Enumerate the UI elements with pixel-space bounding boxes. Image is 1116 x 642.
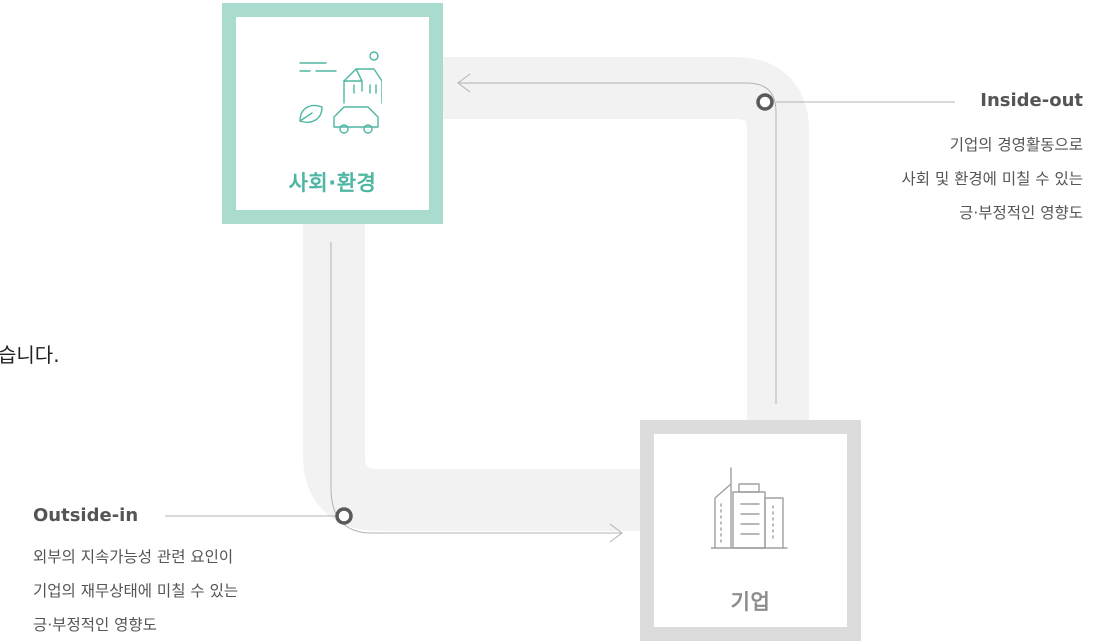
society-environment-box: 사회·환경 (222, 3, 443, 224)
society-environment-icon (299, 51, 382, 134)
company-box: 기업 (640, 420, 861, 641)
outside-in-marker (335, 507, 353, 525)
outside-in-arrowhead (609, 523, 623, 543)
cropped-body-text: 습니다. (0, 343, 60, 367)
inside-out-line: 긍·부정적인 영향도 (959, 204, 1083, 222)
outside-in-title: Outside-in (33, 505, 139, 526)
inside-out-description: 기업의 경영활동으로 사회 및 환경에 미칠 수 있는 긍·부정적인 영향도 (902, 128, 1084, 230)
society-environment-label: 사회·환경 (288, 171, 377, 195)
outside-in-description: 외부의 지속가능성 관련 요인이 기업의 재무상태에 미칠 수 있는 긍·부정적… (33, 540, 238, 642)
building-icon (711, 467, 788, 549)
inside-out-line: 사회 및 환경에 미칠 수 있는 (901, 170, 1084, 188)
inside-out-arrowhead (457, 73, 471, 93)
inside-out-marker (756, 93, 774, 111)
outside-in-line: 외부의 지속가능성 관련 요인이 (33, 548, 234, 566)
inside-out-line: 기업의 경영활동으로 (949, 136, 1083, 154)
company-label: 기업 (730, 590, 771, 614)
outside-in-line: 기업의 재무상태에 미칠 수 있는 (33, 582, 239, 600)
outside-in-line: 긍·부정적인 영향도 (33, 616, 157, 634)
inside-out-flow-line (458, 82, 777, 404)
inside-out-title: Inside-out (980, 90, 1083, 111)
